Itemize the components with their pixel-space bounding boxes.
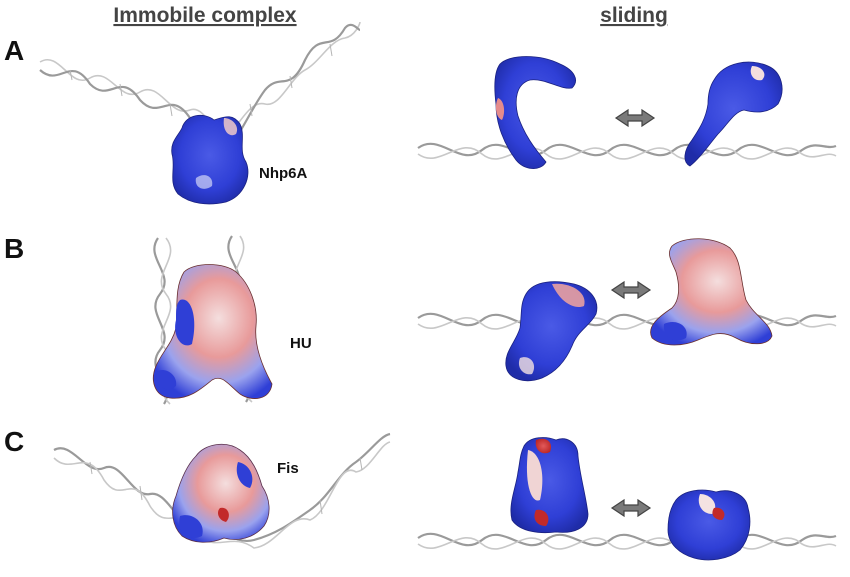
charge-patch (663, 321, 687, 341)
panel-c-immobile (53, 432, 391, 549)
protein-label-fis: Fis (277, 460, 299, 477)
charge-patch (535, 438, 552, 454)
heading-immobile-complex: Immobile complex (113, 4, 297, 27)
protein-nhp6a-state-2 (684, 61, 783, 167)
protein-nhp6a-immobile (171, 114, 249, 205)
panel-a-immobile (39, 21, 361, 205)
dna-straight-b (417, 312, 837, 330)
panel-c-sliding (417, 437, 837, 561)
protein-nhp6a-state-1 (494, 56, 576, 169)
panel-b-sliding (417, 238, 837, 382)
charge-patch (495, 98, 505, 120)
charge-patch (552, 283, 585, 308)
protein-label-hu: HU (290, 335, 312, 352)
sliding-double-arrow-a (614, 108, 656, 128)
panel-letter-c: C (4, 426, 24, 457)
protein-hu-state-1 (505, 281, 598, 382)
sliding-double-arrow-b (610, 280, 652, 300)
protein-hu-state-2 (650, 238, 773, 346)
charge-patch (750, 66, 765, 81)
protein-fis-state-2 (667, 489, 751, 561)
charge-patch (195, 175, 213, 189)
charge-patch (218, 507, 229, 522)
charge-patch (518, 357, 535, 375)
charge-patch (712, 507, 725, 520)
protein-hu-immobile (153, 264, 273, 399)
protein-label-nhp6a: Nhp6A (259, 165, 308, 182)
dna-straight-c (417, 532, 837, 550)
panel-letter-b: B (4, 233, 24, 264)
panel-a-sliding (417, 56, 837, 169)
charge-patch (526, 450, 543, 501)
panel-b-immobile (153, 235, 273, 405)
charge-patch (236, 462, 253, 488)
charge-patch (179, 515, 203, 538)
charge-patch (156, 369, 177, 390)
dna-straight-a (417, 142, 837, 160)
panel-letter-a: A (4, 35, 24, 66)
sliding-double-arrow-c (610, 498, 652, 518)
heading-sliding: sliding (600, 4, 668, 27)
charge-patch (175, 299, 195, 346)
charge-patch (534, 509, 549, 526)
charge-patch (698, 494, 716, 514)
charge-patch (223, 118, 238, 136)
